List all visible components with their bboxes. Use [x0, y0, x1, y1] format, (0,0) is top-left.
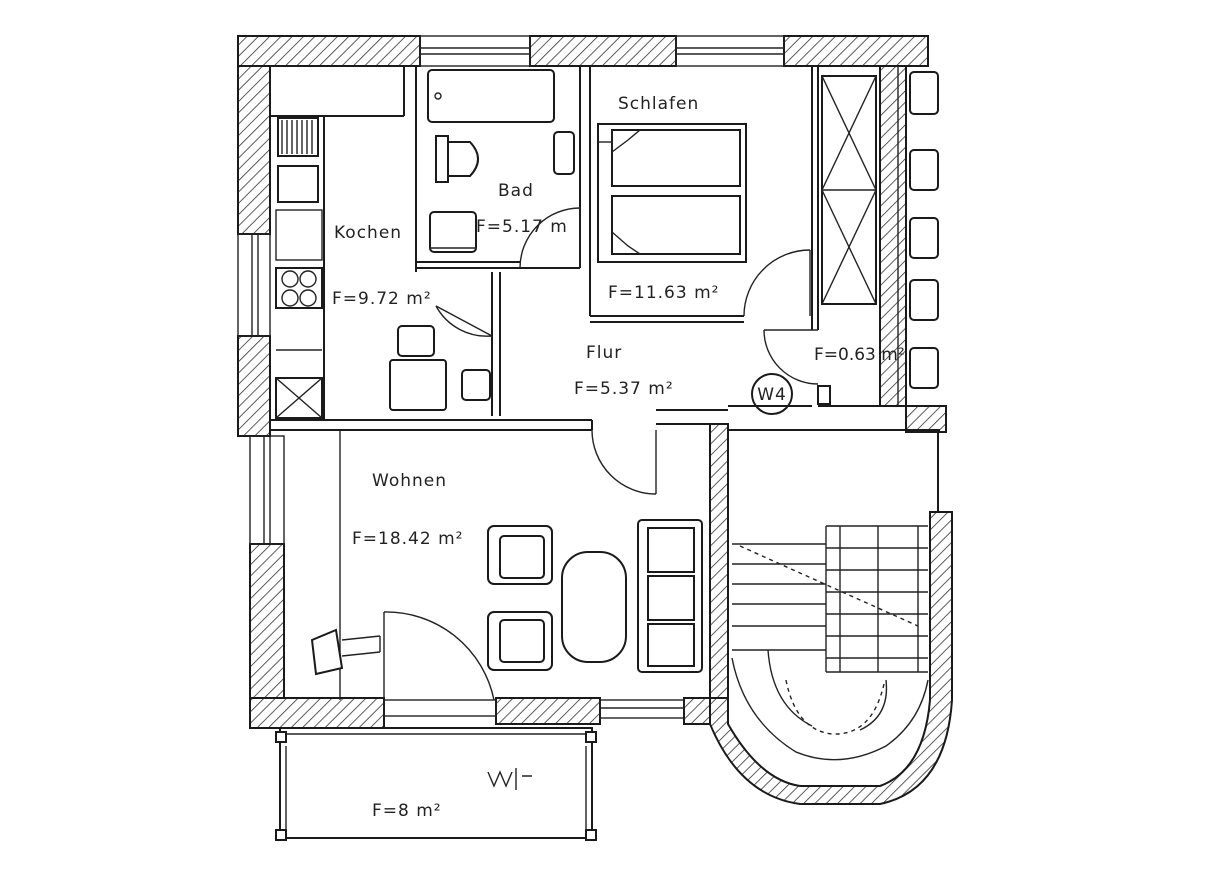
bed-icon	[597, 123, 747, 263]
room-name-bath: Bad	[498, 181, 534, 201]
fridge-icon	[275, 377, 323, 419]
sofa-icon	[637, 519, 703, 673]
stove-icon	[275, 267, 323, 309]
plant-icon	[487, 768, 532, 790]
room-name-bedroom: Schlafen	[618, 94, 699, 114]
window-left-kitchen	[237, 233, 271, 337]
living-furniture	[310, 519, 703, 676]
window-top-bath	[419, 35, 531, 67]
wall-left-upper	[237, 65, 271, 235]
chair-icon	[461, 369, 491, 401]
door-balcony	[383, 611, 495, 701]
room-name-kitchen: Kochen	[334, 223, 402, 243]
wall-top-left	[237, 35, 421, 67]
stair-steps	[731, 525, 929, 761]
bathtub-icon	[427, 69, 555, 123]
wall-bottom-left	[249, 697, 385, 729]
exterior-walls	[237, 35, 947, 729]
room-name-hall: Flur	[586, 343, 622, 363]
door-balcony-opening	[383, 699, 497, 717]
room-area-living: F=18.42 m²	[352, 529, 463, 549]
wardrobe-icon	[821, 75, 877, 305]
armchair-icon	[487, 525, 553, 585]
room-area-bedroom: F=11.63 m²	[608, 283, 719, 303]
window-bottom-living	[599, 699, 685, 719]
stair-tower-wall	[709, 511, 953, 805]
door-bath	[519, 207, 581, 269]
wall-top-mid	[529, 35, 677, 67]
toilet-icon	[435, 135, 479, 183]
interior-walls	[270, 66, 940, 700]
bath-fixtures	[427, 69, 575, 253]
room-area-bath: F=5.17 m	[476, 217, 568, 237]
neighbour-fixtures	[897, 66, 939, 406]
kitchen-counter	[270, 115, 325, 420]
lamp-icon	[310, 628, 381, 676]
stairwell	[709, 511, 953, 805]
wall-right-upper	[879, 65, 907, 407]
dining-table-icon	[389, 359, 447, 411]
door-closet	[763, 329, 819, 385]
balcony	[275, 727, 597, 841]
wall-right-strip	[905, 405, 947, 433]
doors	[383, 207, 819, 701]
washbasin-side-icon	[553, 131, 575, 175]
room-area-hall: F=5.37 m²	[574, 379, 674, 399]
wall-bottom-mid	[495, 697, 601, 725]
kitchen-table-set	[389, 325, 491, 411]
wall-left-mid	[237, 335, 271, 437]
washbasin-icon	[429, 211, 477, 253]
coffee-table-icon	[561, 551, 627, 663]
door-kitchen	[435, 278, 493, 337]
room-name-living: Wohnen	[372, 471, 447, 491]
armchair-icon	[487, 611, 553, 671]
wall-top-right	[783, 35, 929, 67]
room-area-kitchen: F=9.72 m²	[332, 289, 432, 309]
door-living	[591, 420, 657, 495]
radiator-icon	[277, 117, 319, 157]
stair-walkline	[739, 545, 919, 735]
room-area-closet: F=0.63 m²	[814, 345, 905, 365]
room-area-balcony: F=8 m²	[372, 801, 442, 821]
window-top-bedroom	[675, 35, 785, 67]
sink-icon	[277, 165, 319, 203]
wall-living-stairs	[709, 423, 729, 699]
chair-icon	[397, 325, 435, 357]
w4-label: W4	[757, 385, 787, 405]
window-left-living	[249, 435, 285, 545]
door-bedroom	[743, 249, 811, 317]
w4-marker: W4	[751, 373, 831, 415]
